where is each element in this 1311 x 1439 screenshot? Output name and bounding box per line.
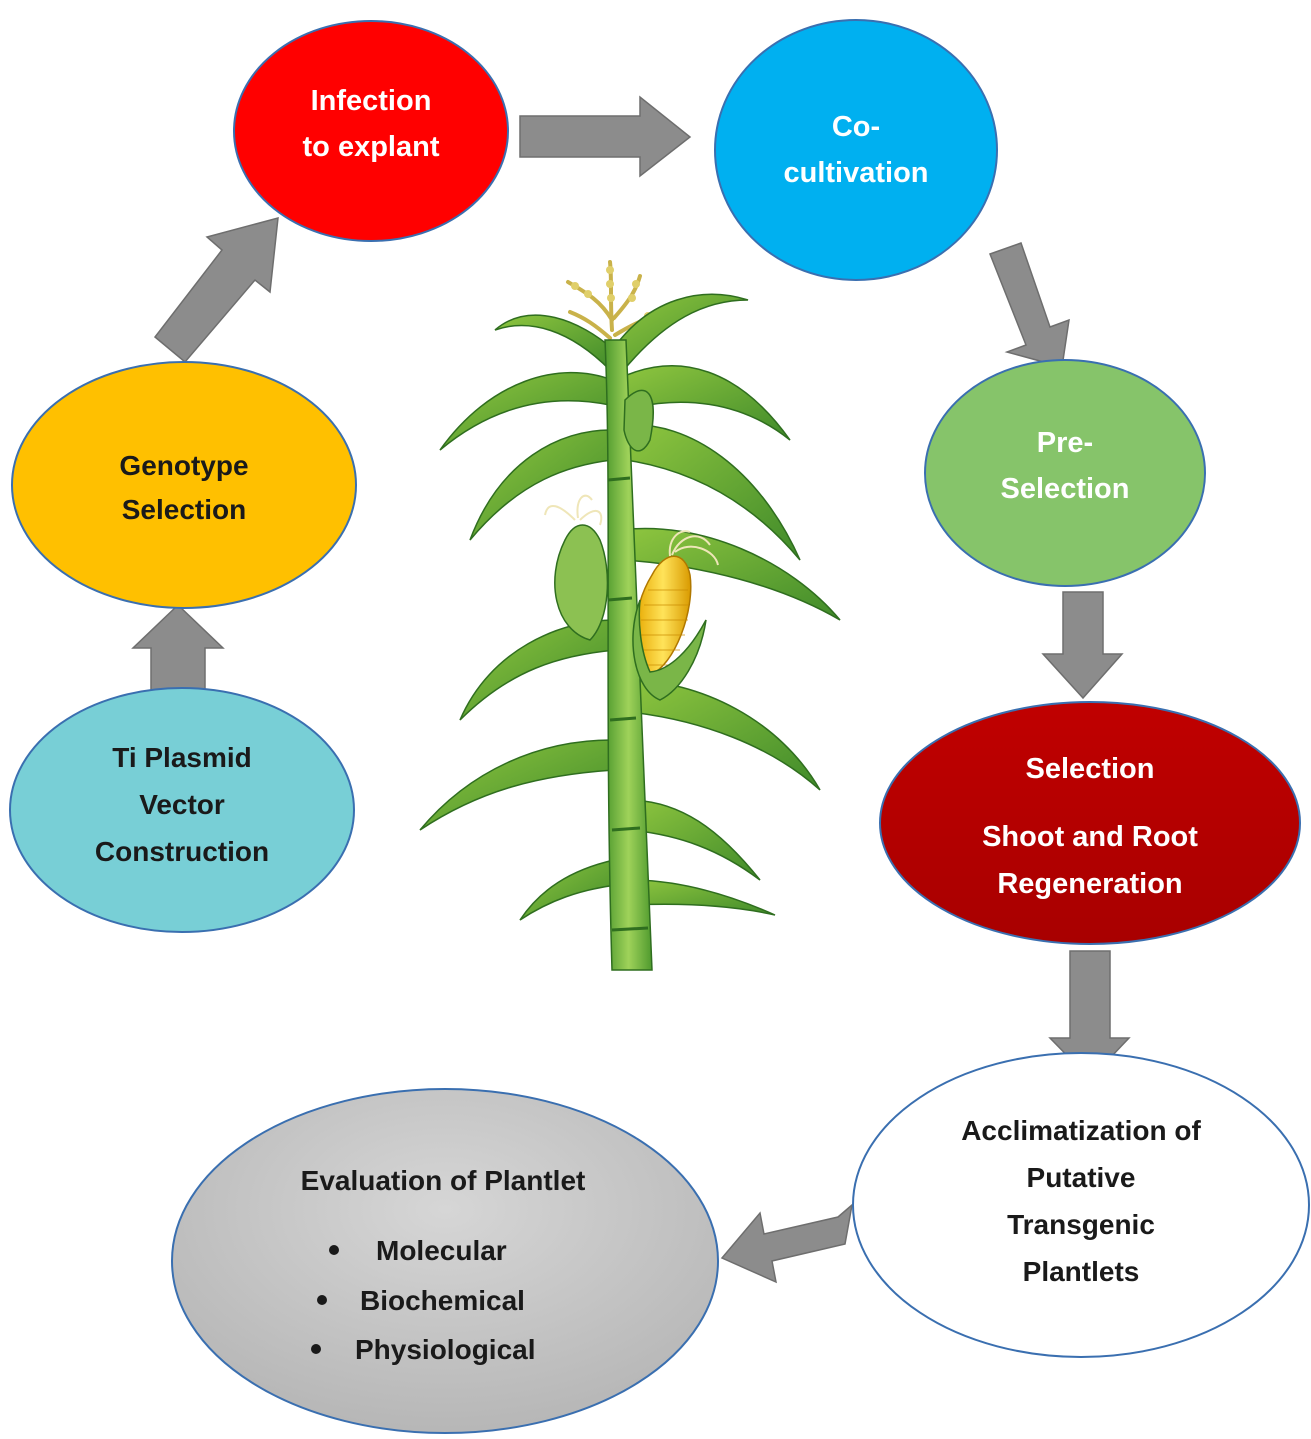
node-preselection: Pre- Selection bbox=[924, 359, 1206, 587]
node-evaluation: Evaluation of Plantlet Molecular Biochem… bbox=[171, 1088, 719, 1434]
node-ti-plasmid-label: Construction bbox=[95, 836, 269, 867]
bullet-icon bbox=[329, 1245, 339, 1255]
node-acclimatization-label: Plantlets bbox=[1023, 1256, 1140, 1287]
node-cocultivation: Co- cultivation bbox=[714, 19, 998, 281]
node-ti-plasmid-label: Vector bbox=[139, 789, 225, 820]
node-genotype-shape bbox=[11, 361, 357, 609]
node-preselection-label: Pre- bbox=[1037, 427, 1093, 459]
node-preselection-label: Selection bbox=[1001, 473, 1130, 505]
evaluation-item: Physiological bbox=[355, 1334, 536, 1365]
ear-right bbox=[632, 530, 719, 701]
node-evaluation-shape bbox=[171, 1088, 719, 1434]
flow-arrows bbox=[131, 95, 1131, 1284]
node-infection-shape bbox=[233, 20, 509, 242]
ear-left bbox=[544, 494, 609, 641]
node-cocultivation-label: cultivation bbox=[783, 157, 928, 189]
node-selection-shape bbox=[879, 701, 1301, 945]
node-selection-label: Selection bbox=[1026, 753, 1155, 785]
node-selection: Selection Shoot and Root Regeneration bbox=[879, 701, 1301, 945]
stalk bbox=[604, 339, 653, 971]
node-genotype-label: Selection bbox=[122, 494, 246, 525]
arrow-acclimatization-to-evaluation bbox=[720, 1203, 854, 1284]
bullet-icon bbox=[311, 1344, 321, 1354]
arrow-infection-to-cocultivation bbox=[519, 95, 692, 178]
node-infection-label: Infection bbox=[311, 85, 432, 117]
node-acclimatization-label: Transgenic bbox=[1007, 1209, 1155, 1240]
arrow-genotype-to-infection bbox=[153, 216, 279, 364]
node-preselection-shape bbox=[924, 359, 1206, 587]
arrow-cocultivation-to-preselection bbox=[989, 242, 1070, 368]
node-cocultivation-label: Co- bbox=[832, 111, 880, 143]
node-selection-label: Regeneration bbox=[997, 868, 1182, 900]
node-acclimatization-label: Acclimatization of bbox=[961, 1115, 1201, 1146]
node-acclimatization-shape bbox=[852, 1052, 1310, 1358]
node-evaluation-title: Evaluation of Plantlet bbox=[301, 1165, 586, 1196]
node-infection: Infection to explant bbox=[233, 20, 509, 242]
node-selection-label: Shoot and Root bbox=[982, 821, 1198, 853]
node-cocultivation-shape bbox=[714, 19, 998, 281]
node-infection-label: to explant bbox=[303, 131, 440, 163]
bullet-icon bbox=[317, 1295, 327, 1305]
node-acclimatization-label: Putative bbox=[1027, 1162, 1136, 1193]
node-ti-plasmid: Ti Plasmid Vector Construction bbox=[9, 687, 355, 933]
node-acclimatization: Acclimatization of Putative Transgenic P… bbox=[852, 1052, 1310, 1358]
node-genotype: Genotype Selection bbox=[11, 361, 357, 609]
arrow-ti-to-genotype bbox=[131, 603, 225, 693]
evaluation-item: Biochemical bbox=[360, 1285, 525, 1316]
maize-plant-icon bbox=[419, 260, 841, 971]
node-ti-plasmid-shape bbox=[9, 687, 355, 933]
node-ti-plasmid-label: Ti Plasmid bbox=[112, 742, 252, 773]
evaluation-item: Molecular bbox=[376, 1235, 507, 1266]
node-genotype-label: Genotype bbox=[119, 450, 248, 481]
arrow-preselection-to-selection bbox=[1041, 591, 1124, 700]
